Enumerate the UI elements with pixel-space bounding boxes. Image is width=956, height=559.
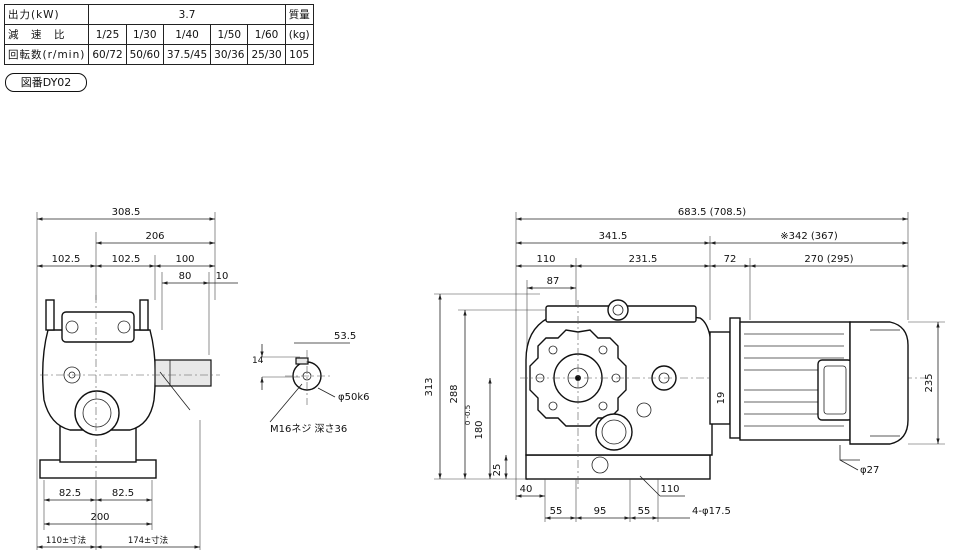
side-terminal-box (817, 359, 853, 421)
dim-b95: 95 (594, 506, 607, 517)
front-lower-bore (74, 390, 120, 436)
dim-b110: 110 (660, 484, 679, 495)
dim-h313: 313 (424, 377, 435, 396)
shaft-end-detail: 14 53.5 φ50k6 M16ネジ 深さ36 (252, 331, 369, 435)
speed-cell: 60/72 (88, 44, 127, 65)
dim-a72: 72 (724, 254, 737, 265)
spec-row-ratio: 減 速 比 1/25 1/30 1/40 1/50 1/60 (kg) (3, 24, 314, 45)
dim-key-offset: 80 (179, 271, 192, 282)
dim-left-half: 102.5 (52, 254, 81, 265)
dim-gear-len: 341.5 (599, 231, 628, 242)
figure-number-badge: 図番DY02 (5, 73, 87, 92)
front-base-plate (39, 459, 157, 479)
dim-motor-len: ※342 (367) (780, 231, 838, 242)
speed-cell: 25/30 (247, 44, 286, 65)
dim-side-overall: 683.5 (708.5) (678, 207, 746, 218)
side-eye-bolt (607, 299, 629, 321)
dim-foot-left: 82.5 (59, 488, 81, 499)
front-top-cover (61, 311, 135, 343)
side-motor-fan-cover (849, 321, 909, 445)
dim-shaft-tip: 10 (216, 271, 229, 282)
front-output-shaft (154, 359, 212, 387)
mass-value: 105 (284, 44, 314, 65)
side-coupling (709, 331, 731, 425)
spec-table: 出力(kW) 3.7 質量 減 速 比 1/25 1/30 1/40 1/50 … (3, 4, 314, 65)
dim-h19: 19 (716, 392, 727, 405)
dim-shaft-height: 14 (252, 356, 264, 366)
dim-h288: 288 (449, 384, 460, 403)
dim-foot-span: 200 (90, 512, 109, 523)
dim-d27: φ27 (860, 465, 879, 476)
dim-holes: 4-φ17.5 (692, 506, 731, 517)
dim-bottom-left: 110±寸法 (46, 535, 86, 546)
ratio-cell: 1/60 (247, 24, 286, 45)
spec-row-speed: 回転数(r/min) 60/72 50/60 37.5/45 30/36 25/… (3, 44, 314, 65)
dim-h25: 25 (492, 464, 503, 477)
dim-h180: 180 (474, 420, 485, 439)
side-motor-flange (729, 317, 741, 439)
side-view: 683.5 (708.5) 341.5 ※342 (367) 110 231.5… (424, 207, 945, 522)
dim-b40: 40 (520, 484, 533, 495)
dim-a2315: 231.5 (629, 254, 658, 265)
ratio-cell: 1/25 (88, 24, 127, 45)
dim-tap: M16ネジ 深さ36 (270, 423, 347, 435)
dim-a87: 87 (547, 276, 560, 287)
dim-keyway: 53.5 (334, 331, 356, 342)
dim-shaft-diameter: φ50k6 (338, 392, 369, 403)
dim-foot-right: 82.5 (112, 488, 134, 499)
dim-bottom-right: 174±寸法 (128, 535, 168, 546)
speed-label: 回転数(r/min) (3, 44, 90, 65)
dim-shaft-len: 100 (175, 254, 194, 265)
dim-b55b: 55 (638, 506, 651, 517)
dim-shaft-to-end: 206 (145, 231, 164, 242)
mass-unit: (kg) (284, 24, 314, 45)
front-view: 308.5 206 102.5 102.5 100 80 10 82.5 (36, 207, 238, 550)
dim-b55a: 55 (550, 506, 563, 517)
dim-a110: 110 (536, 254, 555, 265)
dim-h180-tol: 0 -0.5 (464, 405, 472, 425)
dim-h235: 235 (924, 373, 935, 392)
side-base (525, 454, 711, 480)
dim-mid-half: 102.5 (112, 254, 141, 265)
speed-cell: 30/36 (210, 44, 249, 65)
dim-overall-width: 308.5 (112, 207, 141, 218)
speed-cell: 50/60 (125, 44, 164, 65)
dim-a270: 270 (295) (804, 254, 853, 265)
